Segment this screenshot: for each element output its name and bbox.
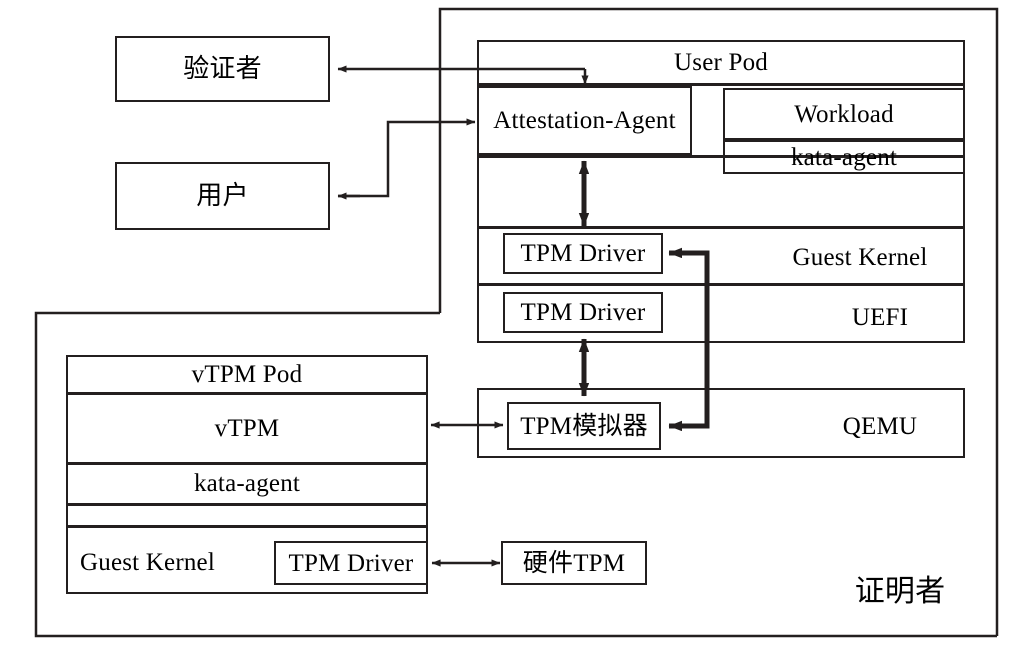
uefi-text: UEFI (851, 303, 909, 331)
guest-kernel-tpm-driver-box[interactable]: TPM Driver (503, 233, 663, 274)
vtpm-pod-tpm-driver-box[interactable]: TPM Driver (274, 541, 428, 585)
kata-agent-label-userpod: kata-agent (790, 143, 898, 171)
user-pod-row-divider-1 (477, 155, 965, 158)
guest-kernel-text-userpod: Guest Kernel (792, 243, 928, 271)
vtpm-label: vTPM (214, 414, 280, 442)
kata-agent-label-vtpmpod: kata-agent (193, 470, 301, 497)
attestation-agent-box[interactable]: Attestation-Agent (477, 86, 692, 155)
vtpm-pod-tpm-driver-label: TPM Driver (288, 549, 414, 577)
guest-kernel-row-vtpmpod: Guest Kernel (80, 540, 260, 584)
attester-text: 证明者 (854, 574, 946, 609)
vtpm-pod-divider-4 (66, 525, 428, 528)
tpm-emulator-label: TPM模拟器 (520, 412, 648, 440)
user-pod-row-divider-2 (477, 226, 965, 229)
verifier-label: 验证者 (183, 54, 262, 84)
vtpm-pod-header: vTPM Pod (66, 357, 428, 392)
attester-frame-label: 证明者 (830, 570, 970, 614)
guest-kernel-text-vtpmpod: Guest Kernel (80, 548, 215, 576)
qemu-row-label: QEMU (800, 406, 960, 446)
vtpm-pod-divider-1 (66, 392, 428, 395)
kata-agent-box-userpod[interactable]: kata-agent (723, 140, 965, 174)
user-pod-row-divider-3 (477, 283, 965, 286)
guest-kernel-row-label-userpod: Guest Kernel (760, 240, 960, 274)
vtpm-pod-divider-2 (66, 462, 428, 465)
vtpm-pod-divider-3 (66, 503, 428, 506)
kata-agent-row-vtpmpod: kata-agent (66, 464, 428, 503)
vtpm-pod-container (66, 355, 428, 594)
user-pod-header: User Pod (477, 42, 965, 83)
guest-kernel-tpm-driver-label: TPM Driver (520, 240, 646, 267)
user-pod-header-label: User Pod (674, 49, 768, 76)
arrow-user-agent (338, 118, 476, 198)
user-pod-container (477, 40, 965, 343)
hardware-tpm-label: 硬件TPM (522, 549, 626, 577)
qemu-container (477, 388, 965, 458)
workload-box[interactable]: Workload (723, 88, 965, 140)
workload-label: Workload (794, 100, 894, 128)
hardware-tpm-box[interactable]: 硬件TPM (501, 541, 647, 585)
uefi-row-label: UEFI (800, 300, 960, 334)
tpm-emulator-box[interactable]: TPM模拟器 (507, 402, 661, 450)
verifier-box[interactable]: 验证者 (115, 36, 330, 102)
uefi-tpm-driver-box[interactable]: TPM Driver (503, 292, 663, 333)
uefi-tpm-driver-label: TPM Driver (520, 299, 646, 326)
user-pod-header-divider (477, 83, 965, 86)
attestation-agent-label: Attestation-Agent (493, 107, 676, 134)
user-box[interactable]: 用户 (115, 162, 330, 230)
user-label: 用户 (196, 181, 249, 211)
vtpm-pod-header-label: vTPM Pod (191, 361, 303, 388)
vtpm-row: vTPM (66, 394, 428, 462)
qemu-text: QEMU (842, 412, 918, 440)
